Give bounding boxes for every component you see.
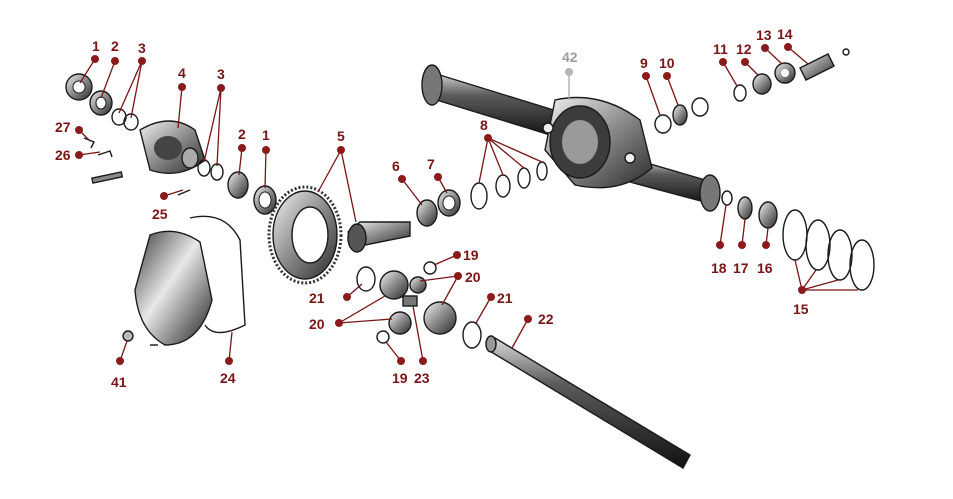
callouts: 1 2 3 4 3 27 26 2 1 5 25 6 7 8 42 9 10 1… xyxy=(55,26,858,390)
callout-9: 9 xyxy=(640,55,648,71)
callout-15: 15 xyxy=(793,301,809,317)
callout-25: 25 xyxy=(152,206,168,222)
ring-gear xyxy=(267,185,343,285)
callout-20-left: 20 xyxy=(309,316,325,332)
spider-gears xyxy=(356,261,482,349)
callout-6: 6 xyxy=(392,158,400,174)
seal-and-bearing-left-top xyxy=(65,73,139,131)
callout-26: 26 xyxy=(55,147,71,163)
axle-shaft xyxy=(485,335,691,469)
callout-23: 23 xyxy=(414,370,430,386)
callout-7: 7 xyxy=(427,156,435,172)
callout-8: 8 xyxy=(480,117,488,133)
pinion-gear xyxy=(347,189,461,253)
callout-1-top: 1 xyxy=(92,38,100,54)
differential-cover xyxy=(122,215,246,346)
axle-housing xyxy=(421,64,721,212)
callout-1-mid: 1 xyxy=(262,127,270,143)
callout-3-top: 3 xyxy=(138,40,146,56)
callout-2-top: 2 xyxy=(111,38,119,54)
callout-5: 5 xyxy=(337,128,345,144)
callout-2-mid: 2 xyxy=(238,126,246,142)
callout-4: 4 xyxy=(178,65,186,81)
callout-42: 42 xyxy=(562,49,578,65)
callout-14: 14 xyxy=(777,26,793,42)
differential-case xyxy=(83,120,206,184)
callout-12: 12 xyxy=(736,41,752,57)
right-bearing-group xyxy=(654,48,850,134)
callout-24: 24 xyxy=(220,370,236,386)
callout-13: 13 xyxy=(756,27,772,43)
callout-18: 18 xyxy=(711,260,727,276)
callout-17: 17 xyxy=(733,260,749,276)
callout-41: 41 xyxy=(111,374,127,390)
callout-10: 10 xyxy=(659,55,675,71)
callout-19-bottom: 19 xyxy=(392,370,408,386)
callout-19-top: 19 xyxy=(463,247,479,263)
callout-20-top: 20 xyxy=(465,269,481,285)
callout-22: 22 xyxy=(538,311,554,327)
callout-21-left: 21 xyxy=(309,290,325,306)
callout-16: 16 xyxy=(757,260,773,276)
gasket-shim-stack xyxy=(721,190,875,291)
callout-21-right: 21 xyxy=(497,290,513,306)
callout-11: 11 xyxy=(713,41,728,57)
callout-3-mid: 3 xyxy=(217,66,225,82)
callout-27: 27 xyxy=(55,119,71,135)
